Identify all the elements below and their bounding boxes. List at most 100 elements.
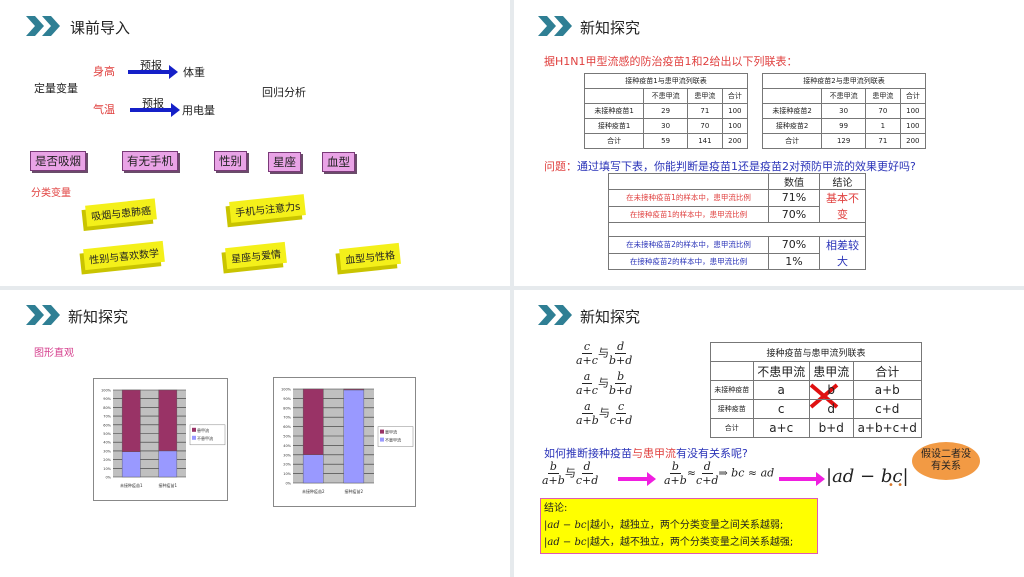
- legend: [189, 424, 226, 446]
- table-cell: 未接种疫苗1: [583, 103, 645, 119]
- bar-segment: [343, 388, 365, 391]
- col-header: 合计: [721, 88, 749, 104]
- x-tick-label: 未接种疫苗1: [120, 482, 143, 488]
- y-tick-label: 70%: [103, 415, 111, 419]
- legend-label: 患甲流: [197, 427, 209, 433]
- y-tick-label: 10%: [103, 467, 111, 471]
- y-tick-label: 30%: [103, 449, 111, 453]
- table-cell: 未接种疫苗: [710, 380, 754, 400]
- table-cell: 30: [821, 103, 867, 119]
- table-cell: 合计: [710, 418, 754, 438]
- col-header: [710, 361, 754, 381]
- predict-label: 预报: [142, 97, 164, 110]
- legend-label: 不患甲流: [197, 435, 213, 441]
- conclusion-box: 结论: |ad − bc|越小，越独立，两个分类变量之间关系越弱; |ad − …: [540, 498, 818, 554]
- table-cell: b+d: [808, 418, 854, 438]
- col-header: 患甲流: [865, 88, 901, 104]
- col-header: 数值: [768, 173, 820, 190]
- y-tick-label: 80%: [283, 406, 291, 410]
- legend: [377, 426, 414, 447]
- power-label: 用电量: [182, 104, 215, 117]
- table-cell: 接种疫苗: [710, 399, 754, 419]
- pink-box: 是否吸烟: [30, 151, 86, 171]
- y-tick-label: 40%: [283, 444, 291, 448]
- q-part: 如何推断接种疫苗: [544, 447, 632, 460]
- conclusion-2: 相差较大: [819, 236, 866, 270]
- chevron-icon: [538, 305, 572, 325]
- table-cell: 30: [643, 118, 689, 134]
- yellow-box: 性别与喜欢数学: [83, 240, 165, 271]
- table-cell: 71: [865, 133, 901, 149]
- legend-swatch: [192, 435, 196, 440]
- table-cell: 129: [821, 133, 867, 149]
- bar-segment: [302, 454, 324, 484]
- row-label: 在未接种疫苗1的样本中，患甲流比例: [608, 189, 769, 207]
- y-tick-label: 100%: [101, 389, 112, 393]
- category-label: 分类变量: [31, 188, 71, 199]
- y-tick-label: 100%: [281, 388, 292, 392]
- x-tick-label: 未接种疫苗2: [302, 488, 325, 494]
- bar-segment: [343, 389, 365, 484]
- y-tick-label: 10%: [283, 472, 291, 476]
- height-label: 身高: [93, 65, 115, 78]
- arrow-icon: [618, 472, 656, 486]
- table-cell: 59: [643, 133, 689, 149]
- table-caption: 接种疫苗与患甲流列联表: [710, 342, 922, 362]
- y-tick-label: 60%: [283, 425, 291, 429]
- table-cell: 71: [687, 103, 723, 119]
- legend-label: 患甲流: [385, 429, 397, 435]
- conclusion-line: 越小，越独立，两个分类变量之间关系越弱;: [589, 520, 784, 531]
- cell-value: 70%: [768, 236, 820, 254]
- table-cell: c: [752, 399, 810, 419]
- cell-value: 71%: [768, 189, 820, 207]
- table-cell: 70: [687, 118, 723, 134]
- row-label: 在接种疫苗2的样本中，患甲流比例: [608, 252, 769, 270]
- cell-value: 70%: [768, 205, 820, 223]
- bar-segment: [121, 389, 141, 452]
- table-cell: 合计: [583, 133, 645, 149]
- slide-2: 新知探究 据H1N1甲型流感的防治疫苗1和2给出以下列联表： 接种疫苗1与患甲流…: [514, 0, 1024, 286]
- table-cell: 接种疫苗1: [583, 118, 645, 134]
- temp-label: 气温: [93, 103, 115, 116]
- abs-expr: |ad − bc|: [544, 520, 590, 531]
- table-cell: d: [808, 399, 854, 419]
- table-cell: c+d: [852, 399, 923, 419]
- col-header: 患甲流: [808, 361, 854, 381]
- abs-expression: |ad − bc|: [826, 466, 909, 487]
- slide-title: 新知探究: [580, 19, 641, 37]
- cell-value: 1%: [768, 252, 820, 270]
- y-tick-label: 30%: [283, 453, 291, 457]
- yellow-box: 手机与注意力s: [229, 194, 307, 223]
- table-cell: 70: [865, 103, 901, 119]
- legend-swatch: [380, 437, 384, 442]
- y-tick-label: 50%: [283, 435, 291, 439]
- conclusion-title: 结论:: [544, 503, 568, 514]
- col-header: 不患甲流: [821, 88, 867, 104]
- legend-label: 不患甲流: [385, 437, 401, 443]
- row-label: 在接种疫苗1的样本中，患甲流比例: [608, 205, 769, 223]
- thought-bubble: 假设二者没有关系: [912, 442, 980, 480]
- table-cell: 200: [899, 133, 927, 149]
- bar-segment: [158, 389, 178, 452]
- y-tick-label: 90%: [283, 397, 291, 401]
- q-part: 与: [632, 447, 643, 460]
- col-header: 合计: [899, 88, 927, 104]
- y-tick-label: 0%: [105, 476, 111, 480]
- y-tick-label: 70%: [283, 416, 291, 420]
- col-header: 不患甲流: [752, 361, 810, 381]
- table-cell: 接种疫苗2: [761, 118, 823, 134]
- question-prefix: 问题：: [544, 160, 577, 173]
- bar-segment: [121, 451, 141, 478]
- table-cell: 1: [865, 118, 901, 134]
- pink-box: 有无手机: [122, 151, 178, 171]
